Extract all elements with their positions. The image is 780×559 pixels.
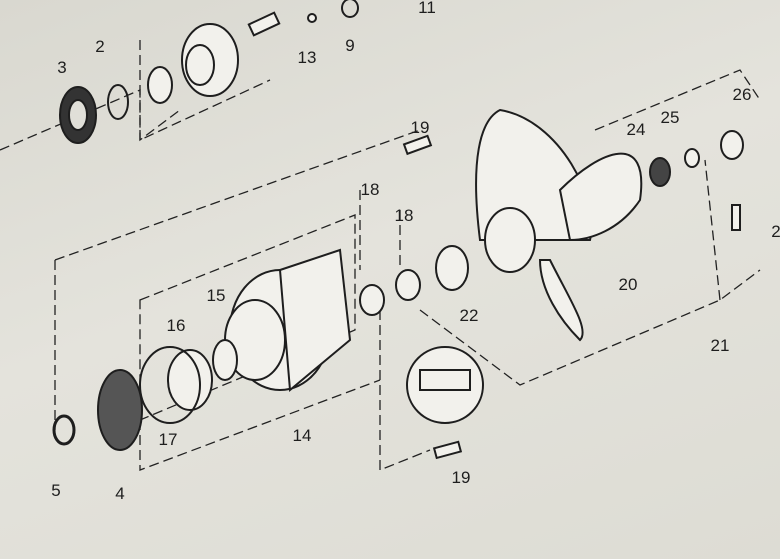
callout-18b: 18: [394, 206, 414, 225]
washer-25: [684, 148, 700, 168]
callout-2: 2: [95, 37, 105, 56]
group-boundary-bottom: [139, 379, 381, 471]
callout-5: 5: [51, 481, 61, 500]
callout-9: 9: [345, 36, 355, 55]
leader-19-lower: [379, 310, 431, 471]
nut-26: [720, 130, 744, 160]
cotter-pin: [731, 204, 741, 231]
callout-16: 16: [166, 316, 186, 335]
callout-3: 3: [57, 58, 67, 77]
bolt-19-upper: [402, 134, 433, 156]
callout-26: 26: [732, 85, 752, 104]
callout-18a: 18: [360, 180, 380, 199]
callout-21: 21: [710, 336, 730, 355]
ring-2: [107, 84, 129, 120]
callout-19-lower: 19: [451, 468, 471, 487]
bevel-gear-4: [97, 369, 143, 451]
propeller-hub-20: [484, 207, 536, 273]
callout-11: 11: [418, 0, 436, 17]
leader-18: [359, 190, 401, 270]
group-boundary-gear: [139, 40, 271, 142]
callout-13: 13: [297, 48, 317, 67]
callout-24: 24: [626, 120, 646, 139]
propeller-blade-right: [558, 152, 643, 242]
bearing-16: [167, 349, 213, 411]
sleeve-15: [212, 339, 238, 381]
clip-9: [341, 0, 359, 18]
callout-14: 14: [292, 426, 312, 445]
callout-2-cut: 2: [771, 222, 780, 241]
callout-4: 4: [115, 484, 125, 503]
o-ring-17: [139, 346, 201, 424]
detail-seal-section: [419, 369, 471, 391]
washer-24: [649, 157, 671, 187]
bolt-19-lower: [432, 440, 463, 460]
callout-19-upper: 19: [410, 118, 430, 137]
washer-5: [52, 414, 76, 446]
callout-22: 22: [459, 306, 479, 325]
bearing-gear: [147, 66, 173, 104]
callout-15: 15: [206, 286, 226, 305]
callout-25: 25: [660, 108, 680, 127]
callout-20: 20: [618, 275, 638, 294]
callout-17: 17: [158, 430, 178, 449]
housing-body: [278, 248, 352, 392]
seal-18a: [359, 284, 385, 316]
group-boundary-24-26: [594, 69, 761, 301]
group-boundary-left: [54, 129, 421, 430]
ball-13: [307, 13, 317, 23]
propeller-blade-lower: [538, 259, 584, 342]
pin: [247, 11, 281, 37]
group-boundary-21: [419, 269, 761, 386]
thrust-washer-22: [435, 245, 469, 291]
seal-18b: [395, 269, 421, 301]
